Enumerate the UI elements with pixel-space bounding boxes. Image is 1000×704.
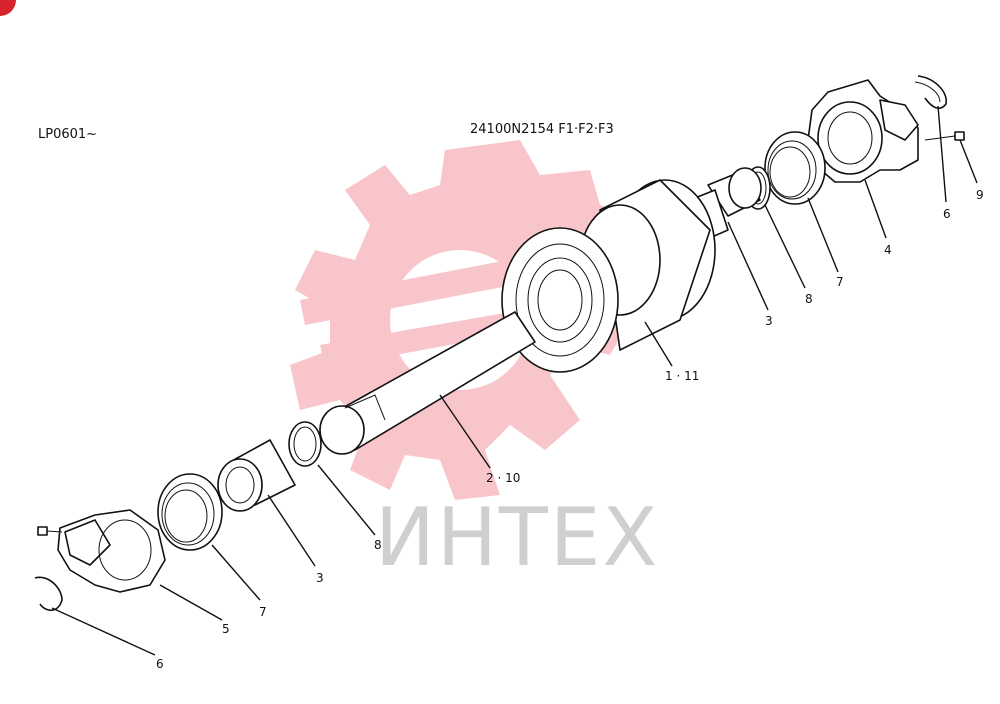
plug-lower — [37, 526, 48, 536]
callout-7-upper: 7 — [836, 275, 844, 289]
bushing-lower — [217, 439, 296, 512]
bushing-upper — [689, 167, 762, 241]
floating-seal-upper — [764, 131, 826, 205]
plug — [954, 131, 965, 141]
track-roller — [501, 179, 716, 373]
callout-8-upper: 8 — [805, 292, 813, 306]
callout-9: 9 — [976, 188, 984, 202]
assembly-part-number: 24100N2154 F1·F2·F3 — [470, 122, 614, 137]
shaft — [319, 311, 536, 455]
callout-4: 4 — [884, 243, 892, 257]
callout-1-11: 1 · 11 — [665, 369, 699, 383]
snap-ring-upper — [917, 75, 947, 110]
floating-seal-lower — [157, 473, 223, 551]
watermark-text: ИНТЕХ — [375, 491, 659, 584]
snap-ring-lower — [34, 576, 63, 612]
callout-6-lower: 6 — [156, 657, 164, 671]
callout-7-lower: 7 — [259, 605, 267, 619]
callout-3-lower: 3 — [316, 571, 324, 585]
drawing-code-left: LP0601~ — [38, 127, 97, 142]
collar-upper — [807, 79, 919, 183]
corner-badge — [0, 0, 16, 16]
leader-lines — [51, 105, 978, 656]
callout-8-lower: 8 — [374, 538, 382, 552]
callout-6-upper: 6 — [943, 207, 951, 221]
callout-2-10: 2 · 10 — [486, 471, 520, 485]
collar-lower — [57, 509, 166, 593]
callout-5: 5 — [222, 622, 230, 636]
callout-3-upper: 3 — [765, 314, 773, 328]
